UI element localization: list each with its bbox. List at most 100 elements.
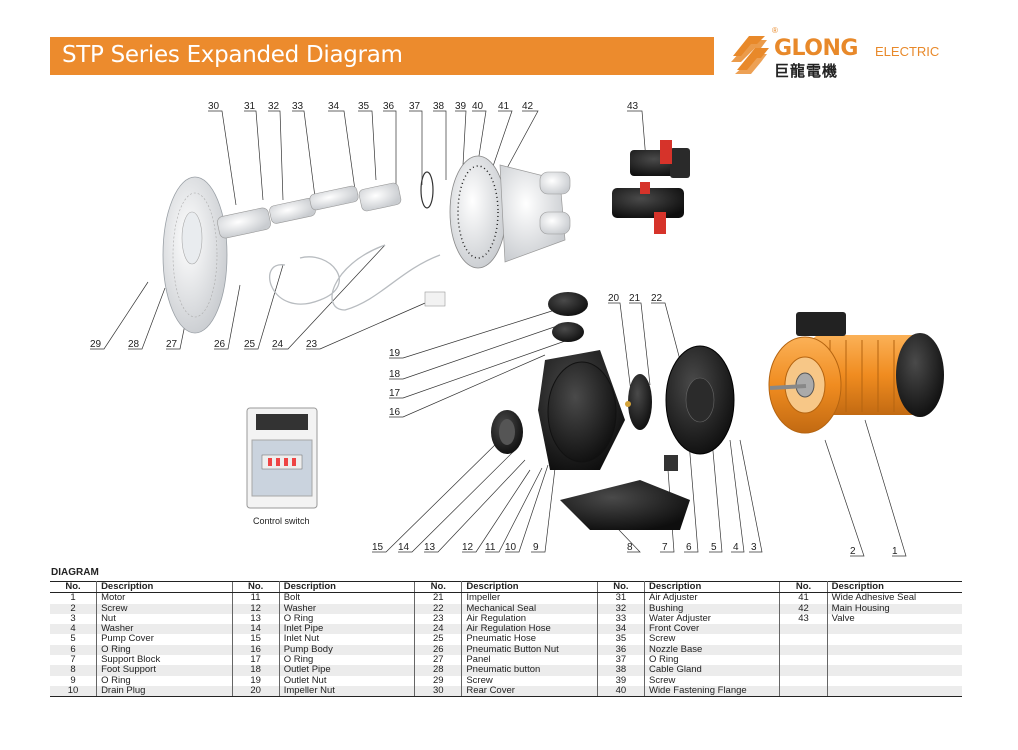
part-number-cell: 33 — [596, 613, 645, 625]
part-description-cell: Motor — [101, 592, 126, 604]
part-number-cell: 19 — [231, 675, 280, 686]
part-number-cell: 5 — [50, 634, 98, 645]
callout-39: 39 — [455, 101, 467, 112]
callout-16: 16 — [389, 407, 401, 418]
col-no-3: No. — [414, 580, 463, 594]
part-description-cell: Screw — [96, 603, 233, 614]
part-number-cell: 10 — [50, 685, 98, 698]
leader-lines — [90, 110, 907, 557]
logo-brand-text: GLONG — [774, 36, 858, 61]
pump-body-drawing — [491, 292, 735, 530]
part-description-cell: Wide Fastening Flange — [644, 685, 780, 698]
callout-17: 17 — [389, 388, 401, 399]
part-description-cell — [827, 685, 962, 698]
part-description-cell: Air Adjuster — [648, 592, 698, 604]
part-description-cell: Nozzle Base — [644, 644, 780, 656]
col-no-1: No. — [50, 580, 98, 594]
callout-23: 23 — [306, 339, 318, 350]
part-description-cell: Bushing — [644, 603, 780, 614]
part-number-cell — [779, 644, 828, 656]
callout-numbers: 30 31 32 33 34 35 36 37 38 39 40 41 42 4… — [90, 101, 898, 557]
part-number-cell: 37 — [596, 654, 645, 666]
part-number-cell: 24 — [414, 623, 463, 635]
callout-13: 13 — [424, 542, 436, 553]
part-description-cell: Outlet Pipe — [279, 665, 415, 676]
part-number-cell: 35 — [596, 634, 645, 645]
part-description-cell: Cable Gland — [644, 665, 780, 676]
callout-42: 42 — [522, 101, 534, 112]
callout-28: 28 — [128, 339, 140, 350]
part-number-cell: 6 — [50, 644, 98, 656]
part-number-cell: 26 — [414, 644, 463, 656]
part-number-cell: 11 — [231, 593, 280, 604]
part-description-cell: Water Adjuster — [648, 612, 711, 624]
part-description-cell: Screw — [648, 633, 676, 645]
callout-22: 22 — [651, 293, 663, 304]
col-desc-1: Description — [96, 580, 233, 594]
part-description-cell: Washer — [279, 603, 415, 614]
callout-40: 40 — [472, 101, 484, 112]
callout-3: 3 — [751, 542, 757, 553]
part-number-cell — [779, 675, 828, 686]
col-desc-2: Description — [279, 580, 415, 594]
callout-8: 8 — [627, 542, 633, 553]
part-number-cell: 1 — [50, 593, 98, 604]
part-number-cell: 18 — [231, 665, 280, 676]
callout-41: 41 — [498, 101, 510, 112]
part-number-cell: 9 — [50, 675, 98, 686]
callout-32: 32 — [268, 101, 280, 112]
part-number-cell: 40 — [596, 685, 645, 698]
part-description-cell — [827, 655, 962, 665]
table-title: DIAGRAM — [51, 567, 99, 578]
part-number-cell: 39 — [596, 675, 645, 686]
part-description-cell: Valve — [831, 612, 855, 624]
part-description-cell: Pump Body — [279, 644, 415, 656]
parts-table: No. Description No. Description No. Desc… — [50, 580, 962, 698]
part-description-cell: Foot Support — [96, 665, 233, 676]
col-desc-5: Description — [827, 580, 962, 594]
callout-24: 24 — [272, 339, 284, 350]
page-title: STP Series Expanded Diagram — [62, 42, 403, 68]
callout-43: 43 — [627, 101, 639, 112]
part-number-cell: 25 — [414, 634, 463, 645]
callout-2: 2 — [850, 546, 856, 557]
callout-15: 15 — [372, 542, 384, 553]
part-description-cell: O Ring — [283, 654, 314, 666]
callout-11: 11 — [485, 542, 496, 553]
part-description-cell: Mechanical Seal — [461, 603, 598, 614]
brand-logo: ® GLONG ELECTRIC 巨龍電機 — [727, 26, 967, 83]
part-number-cell: 12 — [231, 603, 280, 614]
col-no-2: No. — [231, 580, 280, 594]
callout-26: 26 — [214, 339, 226, 350]
part-number-cell: 13 — [231, 613, 280, 625]
callout-12: 12 — [462, 542, 474, 553]
callout-34: 34 — [328, 101, 340, 112]
part-number-cell: 7 — [50, 654, 98, 666]
part-number-cell: 30 — [414, 685, 463, 698]
callout-21: 21 — [629, 293, 641, 304]
callout-33: 33 — [292, 101, 304, 112]
part-description-cell: Pump Cover — [101, 633, 154, 645]
part-description-cell: Screw — [466, 674, 493, 686]
part-number-cell: 29 — [414, 675, 463, 686]
part-description-cell: Support Block — [101, 654, 161, 666]
callout-7: 7 — [662, 542, 668, 553]
callout-1: 1 — [892, 546, 898, 557]
part-description-cell — [827, 644, 962, 656]
part-number-cell: 20 — [231, 685, 280, 698]
part-number-cell — [779, 634, 828, 645]
callout-35: 35 — [358, 101, 370, 112]
part-description-cell: Impeller — [466, 592, 501, 604]
col-no-4: No. — [596, 580, 645, 594]
callout-27: 27 — [166, 339, 178, 350]
part-number-cell: 31 — [596, 593, 645, 604]
callout-10: 10 — [505, 542, 517, 553]
part-number-cell: 43 — [779, 613, 828, 625]
callout-30: 30 — [208, 101, 220, 112]
part-description-cell: Inlet Pipe — [279, 623, 415, 635]
